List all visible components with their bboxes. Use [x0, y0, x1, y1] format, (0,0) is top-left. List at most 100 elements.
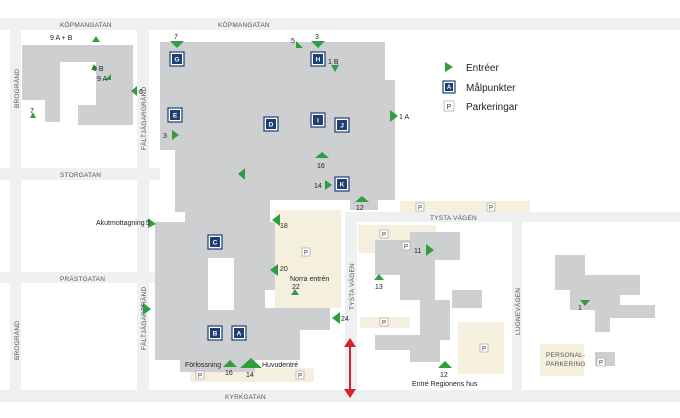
legend-destination-icon: A — [442, 80, 456, 94]
entry-arrow-icon[interactable] — [30, 112, 36, 118]
entry-label: 3 — [163, 133, 167, 140]
parking-marker[interactable]: P — [596, 357, 606, 367]
destination-b[interactable]: B — [207, 325, 223, 341]
entry-label: 1 B — [328, 59, 339, 66]
destinations: G H E D I J K C B A — [167, 51, 350, 341]
parking-area-norra — [275, 210, 341, 308]
street-label-kyrkgatan: KYRKGATAN — [225, 394, 266, 401]
building-small-1 — [452, 290, 482, 308]
entry-label: 13 — [375, 284, 383, 291]
entry-arrow-icon[interactable] — [92, 36, 100, 42]
label-norra-entren: Norra entrén — [290, 276, 329, 283]
entry-arrow-icon[interactable] — [331, 65, 339, 72]
entry-arrow-icon[interactable] — [390, 110, 398, 122]
svg-text:B: B — [213, 331, 218, 338]
parking-marker[interactable]: P — [479, 343, 489, 353]
legend-destinations-label: Målpunkter — [466, 82, 516, 94]
entry-arrow-icon[interactable] — [426, 244, 434, 256]
entry-arrow-icon[interactable] — [172, 130, 179, 140]
street-storgatan — [0, 168, 160, 180]
svg-text:K: K — [340, 182, 345, 189]
entry-arrow-icon[interactable] — [238, 168, 245, 180]
label-entre-regionens-hus: Entré Regionens hus — [412, 381, 478, 388]
entry-arrow-icon[interactable] — [148, 218, 156, 228]
entry-markers — [30, 36, 590, 368]
entry-arrow-icon[interactable] — [170, 41, 184, 48]
destination-g[interactable]: G — [169, 51, 185, 67]
label-personal-parkering-2: PARKERING — [546, 361, 586, 368]
entry-arrow-icon[interactable] — [325, 180, 332, 190]
parking-marker[interactable]: P — [486, 202, 496, 211]
entry-label: 9 A — [97, 76, 107, 83]
building-regionens-hus — [375, 232, 460, 362]
destination-e[interactable]: E — [167, 107, 183, 123]
svg-text:P: P — [404, 244, 408, 250]
street-labels: KÖPMANGATAN KÖPMANGATAN STORGATAN PRÄSTG… — [13, 21, 522, 401]
parking-marker[interactable]: P — [301, 247, 311, 257]
legend-parking-icon: P — [443, 100, 455, 112]
entry-arrow-icon[interactable] — [311, 41, 325, 48]
label-personal-parkering-1: PERSONAL- — [546, 352, 585, 359]
destination-j[interactable]: J — [334, 117, 350, 133]
street-kyrkgatan — [0, 390, 680, 402]
svg-text:P: P — [382, 232, 386, 238]
entry-label: 11 — [414, 248, 421, 255]
street-tysta-vagen — [345, 212, 680, 222]
svg-text:J: J — [340, 123, 344, 130]
svg-text:P: P — [599, 360, 603, 366]
entry-arrow-icon[interactable] — [270, 264, 278, 276]
parking-marker[interactable]: P — [415, 202, 425, 211]
entry-arrow-icon[interactable] — [374, 274, 384, 280]
parking-area-personal — [540, 344, 584, 376]
svg-text:P: P — [447, 104, 452, 111]
destination-i[interactable]: I — [310, 112, 326, 128]
label-forlossning: Förlossning — [185, 362, 221, 369]
svg-text:P: P — [482, 346, 486, 352]
svg-text:P: P — [418, 205, 422, 211]
parking-marker[interactable]: P — [401, 241, 411, 250]
parking-marker[interactable]: P — [379, 229, 389, 238]
entry-arrow-icon[interactable] — [131, 86, 137, 96]
entry-arrow-icon[interactable] — [291, 289, 299, 295]
building-courtyard — [208, 258, 234, 310]
destination-h[interactable]: H — [310, 51, 326, 67]
street-label-brogrand-lower: BROGRÄND — [13, 321, 21, 360]
parking-markers: P P P P P P P P P P — [195, 202, 606, 380]
svg-text:P: P — [304, 250, 308, 256]
legend-parking-label: Parkeringar — [466, 102, 518, 113]
destination-a[interactable]: A — [231, 325, 247, 341]
entry-label: 16 — [225, 370, 233, 377]
entry-arrow-icon[interactable] — [223, 360, 237, 367]
entry-labels: 7 5 3 1 B 9 A + B 9 B 9 A 6 7 1 A 3 16 1… — [30, 34, 582, 379]
svg-text:C: C — [213, 240, 218, 247]
entry-arrow-icon[interactable] — [240, 358, 262, 368]
entry-arrow-icon[interactable] — [91, 64, 97, 70]
entry-arrow-icon[interactable] — [580, 300, 590, 306]
entry-arrow-icon[interactable] — [315, 152, 329, 158]
entry-arrow-icon[interactable] — [272, 214, 280, 226]
legend: Entréer A Målpunkter P Parkeringar — [442, 62, 518, 113]
entry-arrow-icon[interactable] — [438, 361, 452, 368]
entry-arrow-icon[interactable] — [143, 303, 151, 315]
street-label-faltjagargrand-upper: FÄLTJÄGARGRÄND — [140, 87, 148, 150]
destination-k[interactable]: K — [334, 176, 350, 192]
entry-label: 7 — [174, 34, 178, 41]
svg-text:D: D — [269, 122, 274, 129]
building-main-south — [155, 222, 330, 372]
svg-text:E: E — [173, 113, 178, 120]
legend-entries-label: Entréer — [466, 63, 499, 74]
street-label-prastgatan: PRÄSTGATAN — [60, 275, 105, 283]
entry-arrow-icon[interactable] — [332, 312, 340, 324]
entry-label: 16 — [317, 163, 325, 170]
destination-c[interactable]: C — [207, 234, 223, 250]
label-huvudentre: Huvudentré — [262, 362, 298, 369]
entry-arrow-icon[interactable] — [105, 74, 111, 80]
entry-label: 7 — [30, 108, 34, 115]
destination-d[interactable]: D — [263, 116, 279, 132]
parking-marker[interactable]: P — [295, 370, 305, 380]
parking-marker[interactable]: P — [379, 317, 389, 327]
entry-arrow-icon[interactable] — [355, 196, 369, 202]
entry-arrow-icon[interactable] — [296, 41, 303, 48]
parking-marker[interactable]: P — [195, 370, 205, 380]
